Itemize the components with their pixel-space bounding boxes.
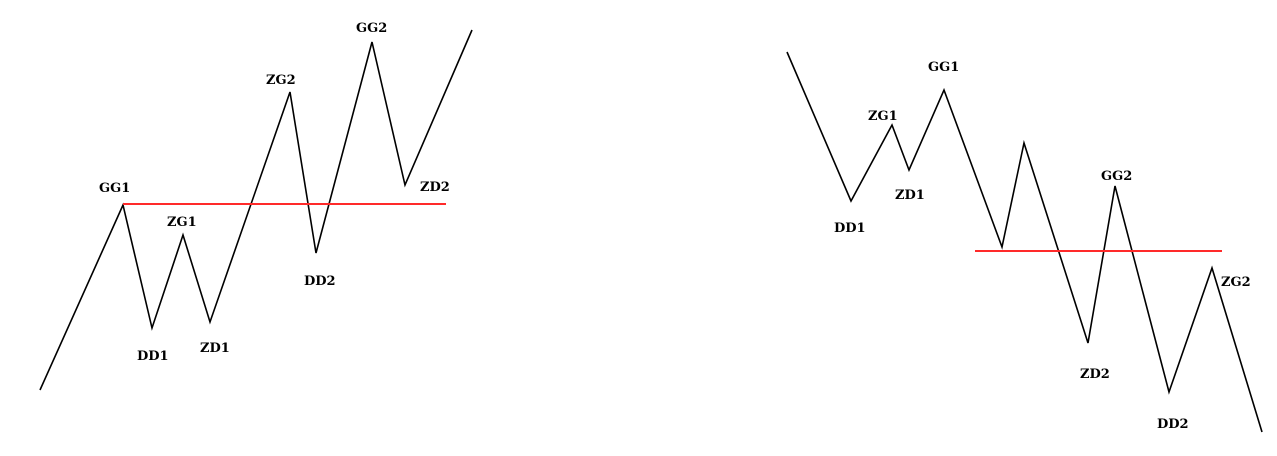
downtrend-label-zd2: ZD2 <box>1080 367 1110 382</box>
uptrend-label-gg2: GG2 <box>356 21 387 36</box>
downtrend-label-dd1: DD1 <box>834 221 866 236</box>
downtrend-label-zg2: ZG2 <box>1221 275 1251 290</box>
downtrend-label-gg2: GG2 <box>1101 169 1132 184</box>
downtrend-label-zg1: ZG1 <box>868 109 898 124</box>
uptrend-label-dd2: DD2 <box>304 274 336 289</box>
uptrend-label-dd1: DD1 <box>137 349 169 364</box>
uptrend-label-zd2: ZD2 <box>420 180 450 195</box>
downtrend-zigzag-line <box>786 51 1263 433</box>
downtrend-diagram: DD1 ZG1 ZD1 GG1 GG2 ZD2 DD2 ZG2 <box>786 51 1263 433</box>
uptrend-diagram: GG1 DD1 ZG1 ZD1 ZG2 DD2 GG2 ZD2 <box>39 21 473 391</box>
uptrend-label-zg1: ZG1 <box>167 215 197 230</box>
uptrend-label-gg1: GG1 <box>99 181 130 196</box>
uptrend-zigzag-line <box>39 29 473 391</box>
downtrend-label-gg1: GG1 <box>928 60 959 75</box>
downtrend-label-zd1: ZD1 <box>895 188 925 203</box>
uptrend-label-zd1: ZD1 <box>200 341 230 356</box>
downtrend-label-dd2: DD2 <box>1157 417 1189 432</box>
uptrend-label-zg2: ZG2 <box>266 73 296 88</box>
